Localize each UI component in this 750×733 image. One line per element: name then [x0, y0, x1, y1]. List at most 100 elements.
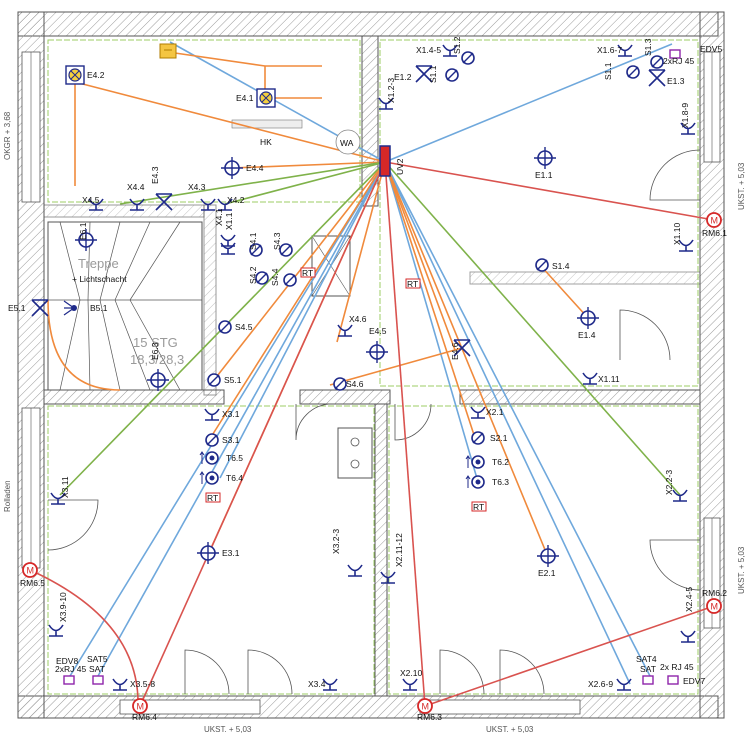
socket-icon: [48, 624, 64, 637]
smoke-detector-icon: M: [22, 562, 38, 578]
smoke-detector-icon: M: [706, 212, 722, 228]
device-label: X2.4-5: [684, 587, 694, 612]
device-label: E4.4: [246, 163, 264, 173]
device-label: B5.1: [90, 303, 108, 313]
stair-dimensions: 18,3/28,3: [130, 352, 184, 367]
device-label: E4.5: [369, 326, 387, 336]
wall-light-icon: [155, 193, 173, 211]
socket-icon: [337, 324, 353, 337]
ceiling-light-icon: [221, 157, 243, 179]
device-label: X4.5: [82, 195, 100, 205]
ceiling-light-icon: [147, 369, 169, 391]
device-label: E1.1: [535, 170, 553, 180]
ceiling-spot-icon: [256, 88, 276, 108]
socket-icon: [678, 239, 694, 252]
distribution-board: UV2 WA HK: [260, 129, 405, 177]
device-label: E4.6: [450, 342, 460, 360]
device-label: S1.4: [552, 261, 570, 271]
socket-icon: [220, 234, 236, 247]
wall-light-icon: [648, 69, 666, 87]
network-outlets: EDV5 2xRJ 45 EDV7 2x RJ 45 EDV8 2xRJ 45 …: [55, 44, 722, 686]
device-label: E6.1: [78, 222, 88, 240]
smoke-detector-label: RM6.5: [20, 578, 45, 588]
thermostat-icon: [199, 471, 219, 485]
socket-icon: [129, 198, 145, 211]
staircase: Treppe + Lichtschacht 15 STG 18,3/28,3: [47, 221, 203, 391]
smoke-detector-icon: M: [132, 698, 148, 714]
rolladen-label: Rolladen: [3, 480, 12, 512]
device-label: X3.4: [308, 679, 326, 689]
switch-icon: [255, 271, 269, 285]
device-label: S4.6: [346, 379, 364, 389]
device-label: X3.11: [60, 476, 70, 498]
thermostat-icon: [465, 475, 485, 489]
sat-bl-label: SAT: [89, 664, 105, 674]
socket-icon: [378, 97, 394, 110]
device-label: S1.1: [428, 65, 438, 83]
switch-icon: [445, 68, 459, 82]
socket-icon: [380, 571, 396, 584]
device-label: X1.4-5: [416, 45, 441, 55]
smoke-detector-letter: M: [711, 216, 719, 226]
ukst-top-label: UKST. + 5,03: [737, 162, 746, 210]
ceiling-light-icon: [534, 147, 556, 169]
device-label: X1.11: [598, 374, 620, 384]
socket-icon: [347, 564, 363, 577]
switch-icon: [650, 55, 664, 69]
socket-icon: [217, 198, 233, 211]
switch-icon: [333, 377, 347, 391]
rj45-top-label: 2xRJ 45: [663, 56, 694, 66]
room-thermostat-boxes: RT RT RT RT: [205, 267, 487, 512]
device-label: X4.1: [214, 208, 224, 226]
switch-icon: [207, 373, 221, 387]
device-label: X1.2-3: [386, 78, 396, 103]
switch-icon: [218, 320, 232, 334]
switch-icon: [461, 51, 475, 65]
smoke-detector-label: RM6.3: [417, 712, 442, 722]
side-labels: OKGR + 3,68 UKST. + 5,03 UKST. + 5,03 Ro…: [3, 111, 746, 733]
device-label: X2.2-3: [664, 470, 674, 495]
device-label: X3.1: [222, 409, 240, 419]
ukst-bottom-left-label: UKST. + 5,03: [204, 725, 252, 733]
uv2-label: UV2: [395, 158, 405, 175]
device-label: S1.1: [603, 62, 613, 80]
socket-icon: [88, 198, 104, 211]
okgr-label: OKGR + 3,68: [3, 111, 12, 160]
stair-subtitle: + Lichtschacht: [72, 274, 127, 284]
ukst-mid-label: UKST. + 5,03: [737, 546, 746, 594]
sat5-label: SAT5: [87, 654, 108, 664]
device-label: S4.5: [235, 322, 253, 332]
socket-icon: [50, 492, 66, 505]
edv8-label: EDV8: [56, 656, 78, 666]
interior-wall-vertical-bottom: [374, 403, 388, 697]
device-symbols: [31, 44, 696, 691]
doors: [47, 149, 701, 695]
smoke-detector-icon: M: [706, 598, 722, 614]
thermostat-icon: [465, 455, 485, 469]
ceiling-light-icon: [75, 229, 97, 251]
socket-icon: [582, 372, 598, 385]
rj45-br-label: 2x RJ 45: [660, 662, 694, 672]
smoke-detector-letter: M: [27, 566, 35, 576]
device-label: X1.1: [224, 212, 234, 230]
motion-sensor-icon: [63, 300, 77, 316]
wall-light-icon: [453, 339, 471, 357]
smoke-detector-label: RM6.2: [702, 588, 727, 598]
wa-label: WA: [340, 138, 354, 148]
device-label: S1.3: [643, 38, 653, 56]
socket-icon: [680, 122, 696, 135]
device-label: T6.5: [226, 453, 243, 463]
ceiling-light-icon: [537, 545, 559, 567]
device-label: T6.3: [492, 477, 509, 487]
socket-icon: [112, 678, 128, 691]
smoke-detector-letter: M: [422, 702, 430, 712]
device-label: X2.6-9: [588, 679, 613, 689]
walls: [17, 11, 725, 719]
device-label: S3.1: [222, 435, 240, 445]
device-label: T6.2: [492, 457, 509, 467]
thermostat-icon: [199, 451, 219, 465]
device-label: E4.2: [87, 70, 105, 80]
